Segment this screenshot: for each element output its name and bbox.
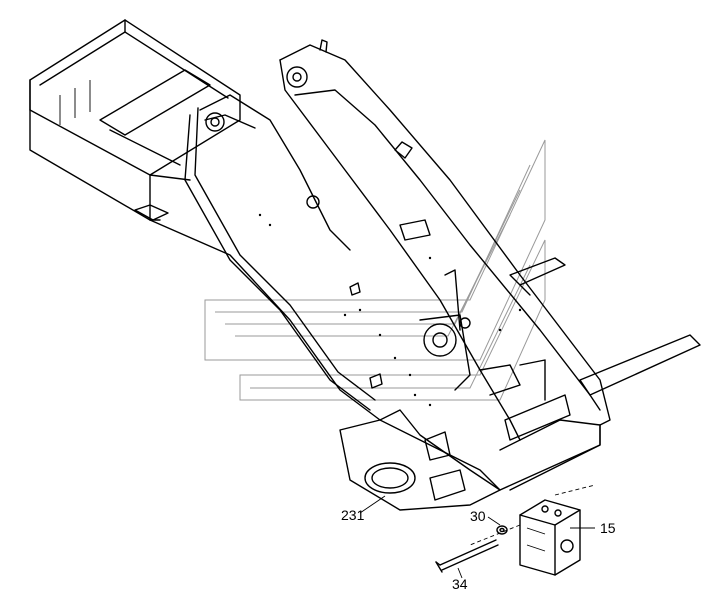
watermark-logo (204, 139, 546, 401)
support-arm-lower (579, 334, 701, 411)
main-frame-body (149, 94, 601, 491)
valve-block (519, 499, 581, 576)
assembly-leaders (359, 484, 596, 579)
base-plate (339, 394, 601, 511)
long-bolt (435, 539, 499, 573)
callout-15: 15 (600, 520, 616, 536)
callout-231: 231 (341, 507, 365, 523)
boom-arm (205, 39, 611, 441)
callout-30: 30 (470, 508, 486, 524)
washer (496, 525, 508, 535)
center-pivot (349, 269, 546, 401)
callout-34: 34 (452, 576, 468, 592)
support-arm-upper (509, 257, 566, 296)
rear-frame-box (29, 19, 241, 221)
mounting-holes (258, 213, 522, 407)
